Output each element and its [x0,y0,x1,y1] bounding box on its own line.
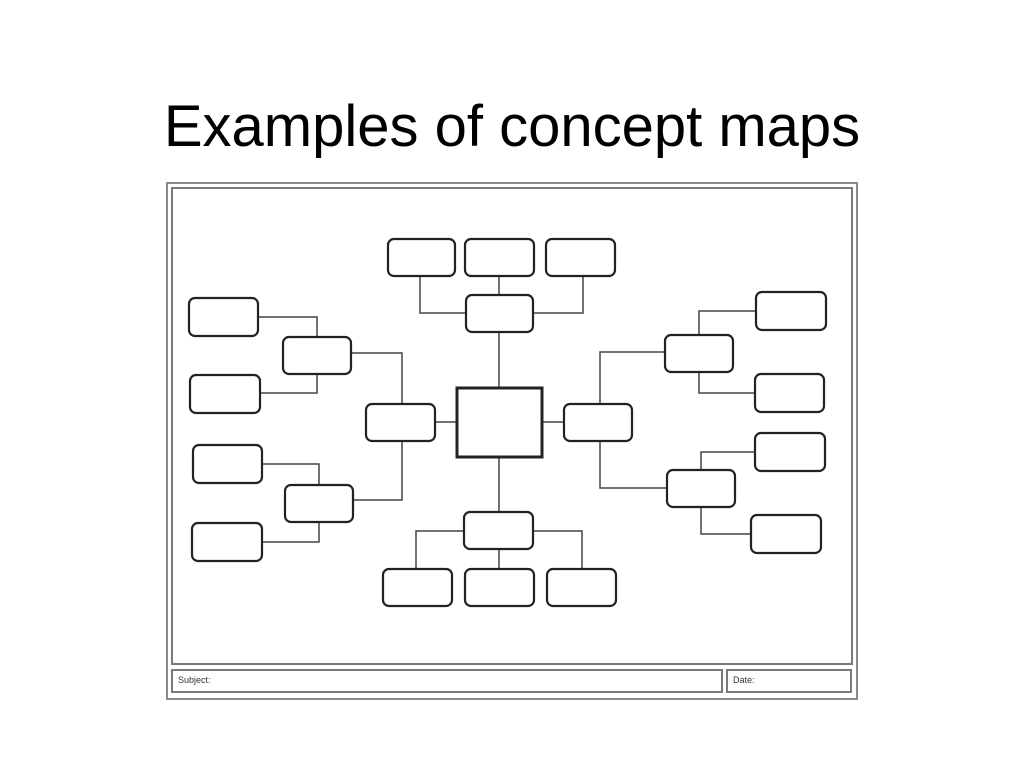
concept-node [386,237,457,278]
connector [700,451,755,470]
concept-node [283,483,355,524]
concept-node [749,513,823,555]
map-area-frame [171,187,853,665]
concept-node [364,402,437,443]
central-concept-box [455,386,544,459]
connector [533,530,583,569]
subject-field: Subject: [171,669,723,693]
concept-node [544,237,617,278]
slide-title: Examples of concept maps [163,94,861,159]
date-label: Date: [733,675,755,685]
connector [599,351,665,404]
concept-node [753,372,826,414]
concept-node [381,567,454,608]
date-field: Date: [726,669,852,693]
concept-node [187,296,260,338]
connector [698,310,756,335]
connector [419,276,466,314]
connector-lines [258,276,756,569]
concept-node [545,567,618,608]
connector [599,440,667,489]
concept-node [463,237,536,278]
concept-nodes [187,237,828,608]
concept-node [753,431,827,473]
connector [260,372,318,394]
concept-map-worksheet: Subject: Date: [166,182,858,700]
connector [700,506,751,535]
concept-node [281,335,353,376]
concept-node [462,510,535,551]
connector [351,352,403,404]
connector [698,371,755,394]
concept-node [191,443,264,485]
concept-node [562,402,634,443]
connector [533,276,584,314]
concept-node [188,373,262,415]
concept-node [464,293,535,334]
subject-label: Subject: [178,675,211,685]
concept-node [665,468,737,509]
concept-node [754,290,828,332]
connector [262,463,320,485]
connector [258,316,318,337]
connector [415,530,464,569]
concept-node [463,567,536,608]
concept-node [663,333,735,374]
connector [262,520,320,543]
concept-node [190,521,264,563]
connector [353,441,403,501]
outer-frame [166,182,858,700]
